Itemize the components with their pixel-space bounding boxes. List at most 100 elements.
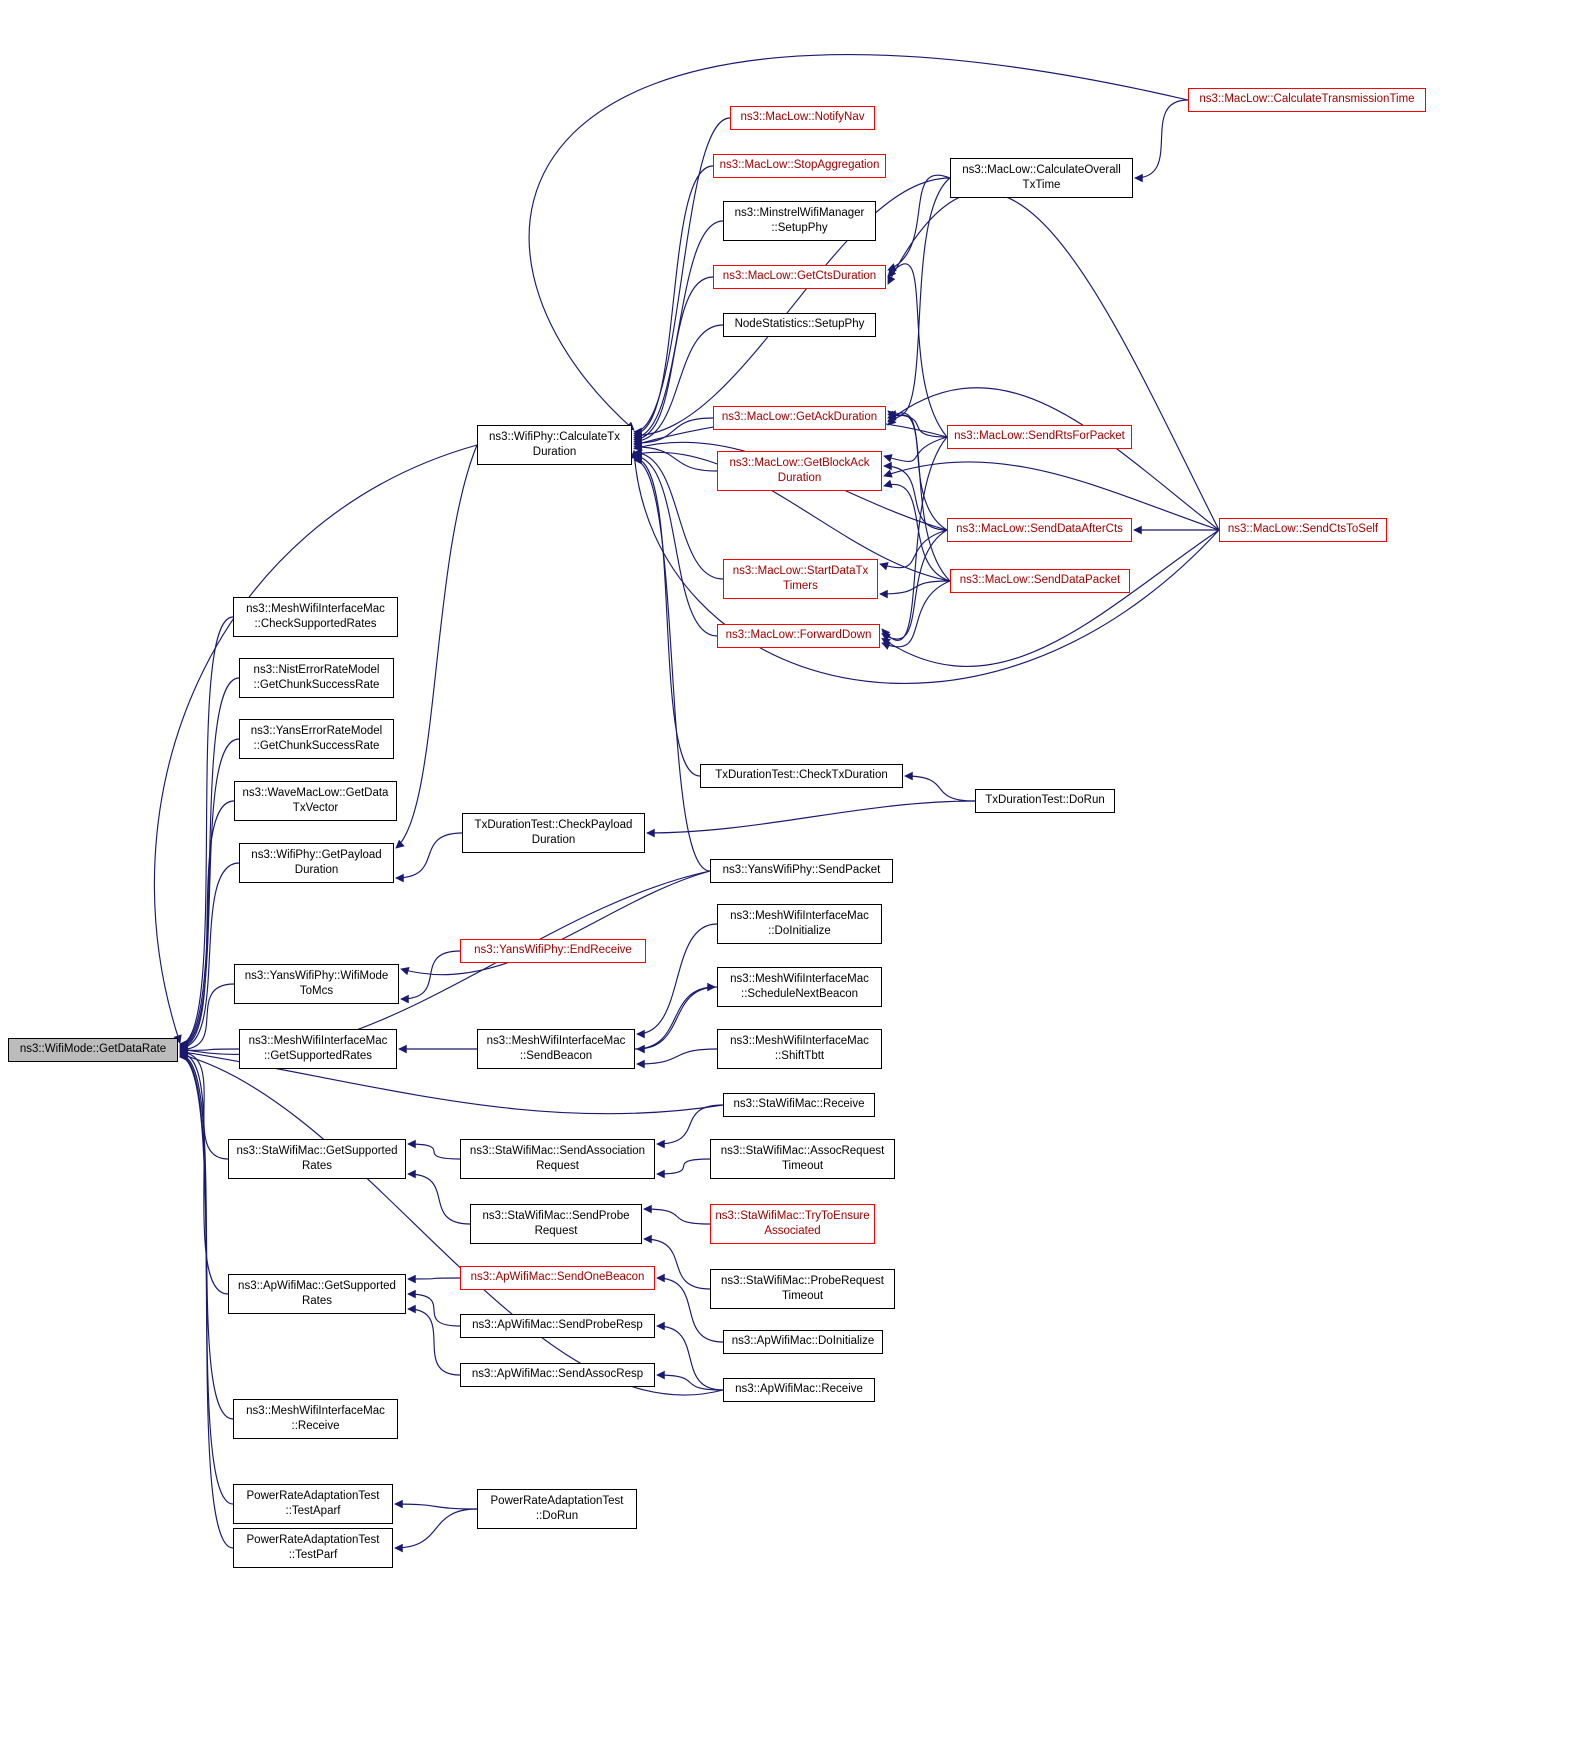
node-label-line: ns3::WifiPhy::GetPayload [251,848,382,861]
node-label-line: ns3::ApWifiMac::Receive [735,1383,863,1396]
node-label-line: ns3::MacLow::ForwardDown [725,629,872,642]
node-apSendOneBeacon[interactable]: ns3::ApWifiMac::SendOneBeacon [460,1266,655,1290]
node-label-line: ::DoInitialize [768,925,831,937]
node-label-line: TxDurationTest::CheckPayload [474,818,633,831]
edge-calculateTxDuration-to-getPayloadDuration [395,444,478,849]
node-getCtsDuration[interactable]: ns3::MacLow::GetCtsDuration [713,265,886,289]
node-label-line: ns3::MeshWifiInterfaceMac [486,1034,626,1047]
edge-wifiModeToMcs-to-getDataRate [179,983,235,1054]
node-label-line: ns3::MacLow::CalculateTransmissionTime [1199,93,1415,106]
node-apReceive[interactable]: ns3::ApWifiMac::Receive [723,1378,875,1402]
node-label-line: ns3::ApWifiMac::SendProbeResp [472,1319,643,1332]
node-meshCheckSupportedRates[interactable]: ns3::MeshWifiInterfaceMac::CheckSupporte… [233,597,398,637]
node-yansSendPacket[interactable]: ns3::YansWifiPhy::SendPacket [710,859,893,883]
node-yansErrGetChunkSuccessRate[interactable]: ns3::YansErrorRateModel::GetChunkSuccess… [239,719,394,759]
node-label-line: Request [534,1225,578,1237]
node-meshScheduleNextBeacon[interactable]: ns3::MeshWifiInterfaceMac::ScheduleNextB… [717,967,882,1007]
edge-yansErrGetChunkSuccessRate-to-getDataRate [179,738,240,1051]
node-nistGetChunkSuccessRate[interactable]: ns3::NistErrorRateModel::GetChunkSuccess… [239,658,394,698]
node-testParf[interactable]: PowerRateAdaptationTest::TestParf [233,1528,393,1568]
edge-meshDoInitialize-to-meshSendBeacon [636,923,718,1039]
node-label-line: TxDurationTest::CheckTxDuration [715,769,888,782]
node-getDataRate[interactable]: ns3::WifiMode::GetDataRate [8,1038,178,1062]
node-meshSendBeacon[interactable]: ns3::MeshWifiInterfaceMac::SendBeacon [477,1029,635,1069]
node-label-line: ToMcs [299,985,334,997]
node-powerDoRun[interactable]: PowerRateAdaptationTest::DoRun [477,1489,637,1529]
node-label-line: ns3::MacLow::StopAggregation [719,159,880,172]
node-checkTxDuration[interactable]: TxDurationTest::CheckTxDuration [700,764,903,788]
node-label-line: ns3::StaWifiMac::Receive [733,1098,865,1111]
node-label-line: PowerRateAdaptationTest [246,1489,380,1502]
node-stopAggregation[interactable]: ns3::MacLow::StopAggregation [713,154,886,178]
edge-staAssocRequestTimeout-to-staSendAssociationRequest [656,1158,711,1179]
node-label-line: ::CheckSupportedRates [254,618,377,630]
node-label-line: ns3::MeshWifiInterfaceMac [730,972,869,985]
node-meshDoInitialize[interactable]: ns3::MeshWifiInterfaceMac::DoInitialize [717,904,882,944]
edge-meshSendBeacon-to-meshScheduleNextBeacon [634,982,716,1050]
node-notifyNav[interactable]: ns3::MacLow::NotifyNav [730,106,875,130]
node-calculateTransmissionTime[interactable]: ns3::MacLow::CalculateTransmissionTime [1188,88,1426,112]
node-forwardDown[interactable]: ns3::MacLow::ForwardDown [717,624,880,648]
node-apDoInitialize[interactable]: ns3::ApWifiMac::DoInitialize [723,1330,883,1354]
edge-txDoRun-to-checkTxDuration [904,771,976,802]
node-getAckDuration[interactable]: ns3::MacLow::GetAckDuration [713,406,886,430]
node-label-line: ns3::MeshWifiInterfaceMac [730,1034,869,1047]
node-staReceive[interactable]: ns3::StaWifiMac::Receive [723,1093,875,1117]
node-label-line: ns3::StaWifiMac::SendAssociation [469,1144,646,1157]
edge-sendDataPacket-to-calculateTxDuration [633,448,951,582]
node-txDoRun[interactable]: TxDurationTest::DoRun [975,789,1115,813]
node-apSendProbeResp[interactable]: ns3::ApWifiMac::SendProbeResp [460,1314,655,1338]
node-apSendAssocResp[interactable]: ns3::ApWifiMac::SendAssocResp [460,1363,655,1387]
edge-sendRtsForPacket-to-getCtsDuration [887,263,948,438]
node-yansEndReceive[interactable]: ns3::YansWifiPhy::EndReceive [460,939,646,963]
edge-getPayloadDuration-to-getDataRate [179,862,240,1052]
node-sendDataPacket[interactable]: ns3::MacLow::SendDataPacket [950,569,1130,593]
node-label-line: ns3::MacLow::SendDataPacket [959,574,1121,587]
edge-meshShiftTbtt-to-meshSendBeacon [636,1048,718,1069]
node-sendCtsToSelf[interactable]: ns3::MacLow::SendCtsToSelf [1219,518,1387,542]
node-sendDataAfterCts[interactable]: ns3::MacLow::SendDataAfterCts [947,518,1132,542]
node-label-line: Request [536,1160,579,1172]
node-label-line: ns3::YansWifiPhy::SendPacket [722,864,881,877]
edge-yansEndReceive-to-wifiModeToMcs [400,950,461,1004]
edge-sendRtsForPacket-to-getBlockAckDuration [883,436,948,463]
edge-yansSendPacket-to-calculateTxDuration [633,455,711,872]
node-sendRtsForPacket[interactable]: ns3::MacLow::SendRtsForPacket [947,425,1132,449]
edge-calculateTransmissionTime-to-calculateTxDuration [528,54,1189,431]
node-nodeStatsSetupPhy[interactable]: NodeStatistics::SetupPhy [723,313,876,337]
node-label-line: ns3::StaWifiMac::SendProbe [482,1209,630,1222]
node-label-line: ns3::MeshWifiInterfaceMac [248,1034,388,1047]
node-label-line: Duration [532,446,577,458]
node-label-line: ::GetChunkSuccessRate [253,679,380,691]
node-meshReceive[interactable]: ns3::MeshWifiInterfaceMac::Receive [233,1399,398,1439]
edge-calculateOverallTxTime-to-getCtsDuration [887,174,951,272]
node-meshGetSupportedRates[interactable]: ns3::MeshWifiInterfaceMac::GetSupportedR… [239,1029,397,1069]
node-label-line: ns3::MeshWifiInterfaceMac [246,602,385,615]
edge-sendDataPacket-to-startDataTxTimers [879,580,951,599]
node-meshShiftTbtt[interactable]: ns3::MeshWifiInterfaceMac::ShiftTbtt [717,1029,882,1069]
edge-testParf-to-getDataRate [179,1052,234,1549]
edge-checkPayloadDuration-to-getPayloadDuration [395,832,463,883]
edge-nodeStatsSetupPhy-to-calculateTxDuration [633,324,724,446]
edge-staProbeRequestTimeout-to-staSendProbeRequest [643,1234,711,1290]
node-testAparf[interactable]: PowerRateAdaptationTest::TestAparf [233,1484,393,1524]
node-label-line: ::Receive [291,1420,340,1432]
edge-meshScheduleNextBeacon-to-meshSendBeacon [636,986,718,1054]
node-minstrelSetupPhy[interactable]: ns3::MinstrelWifiManager::SetupPhy [723,201,876,241]
node-label-line: PowerRateAdaptationTest [490,1494,624,1507]
